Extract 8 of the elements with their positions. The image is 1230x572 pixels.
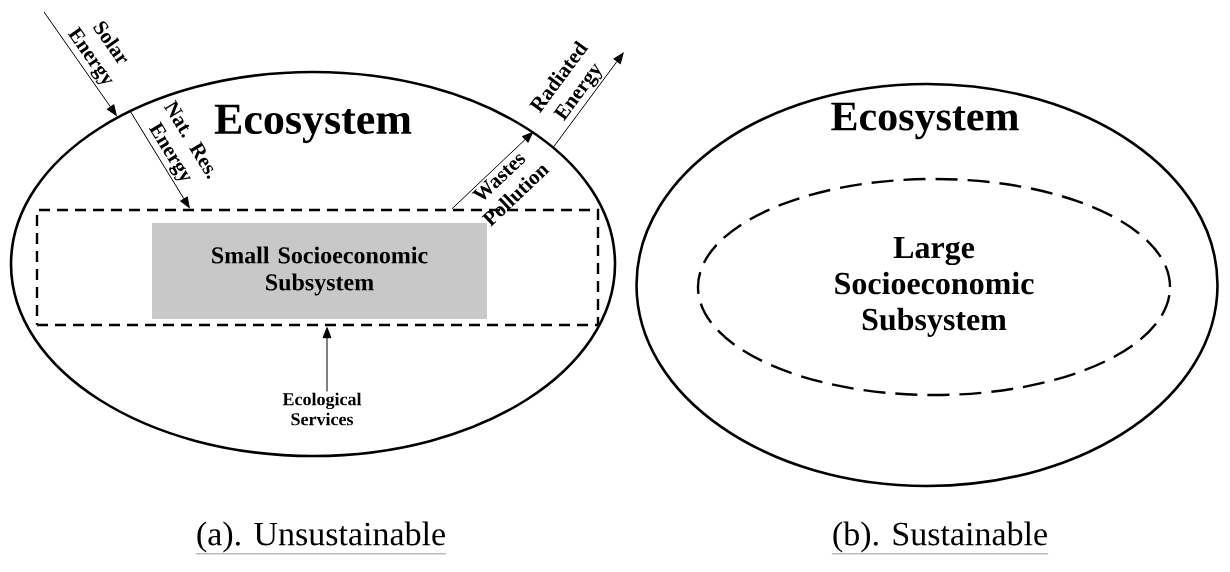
caption-text: (b). Sustainable: [831, 521, 1049, 554]
arrow: [322, 327, 332, 392]
arrow: [451, 131, 534, 210]
arrow: [553, 52, 624, 147]
caption-text: (a). Unsustainable: [195, 521, 447, 554]
arrow: [129, 109, 190, 209]
service-label: Ecological Services: [282, 392, 362, 426]
arrow: [43, 11, 117, 116]
